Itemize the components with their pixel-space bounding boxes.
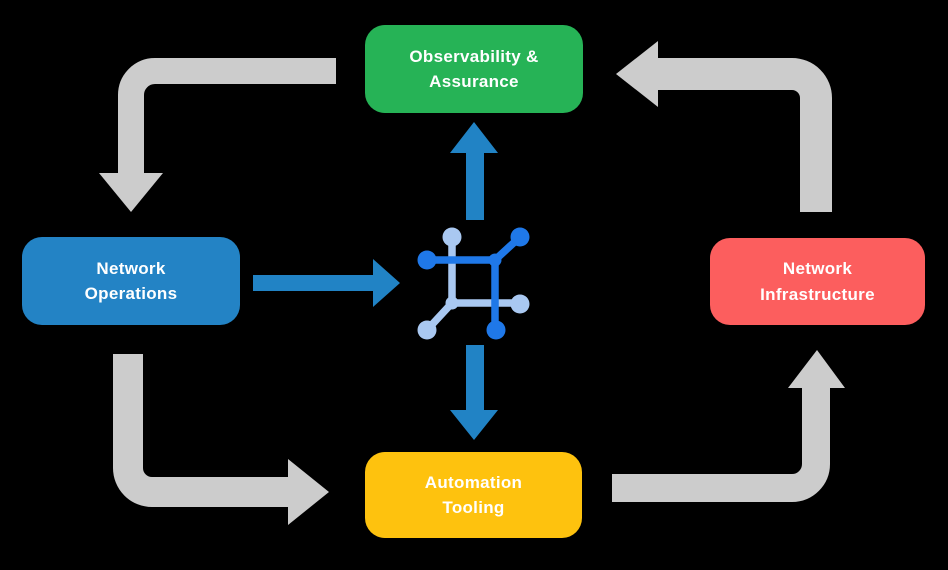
node-observability-assurance: Observability & Assurance <box>365 25 583 113</box>
mesh-node-bottom-left-light <box>417 320 437 340</box>
arrow-infrastructure-to-observability <box>616 41 832 212</box>
mesh-node-top-right-dark <box>510 227 530 247</box>
mesh-node-bottom-dark <box>486 320 506 340</box>
mesh-node-right-light <box>510 294 530 314</box>
arrow-observability-to-operations <box>99 58 336 212</box>
node-network-infrastructure: Network Infrastructure <box>710 238 925 325</box>
network-mesh-icon <box>417 227 530 340</box>
arrow-automation-to-infrastructure <box>612 350 845 502</box>
mesh-node-left-dark <box>417 250 437 270</box>
mesh-junction-light <box>445 296 459 310</box>
arrow-center-to-automation <box>450 345 498 440</box>
mesh-junction-dark <box>488 253 502 267</box>
arrow-operations-to-center <box>253 259 400 307</box>
node-network-operations: Network Operations <box>22 237 240 325</box>
node-automation-tooling: Automation Tooling <box>365 452 582 538</box>
arrow-operations-to-automation <box>113 354 329 525</box>
mesh-node-top-left-light <box>442 227 462 247</box>
arrow-center-to-observability <box>450 122 498 220</box>
